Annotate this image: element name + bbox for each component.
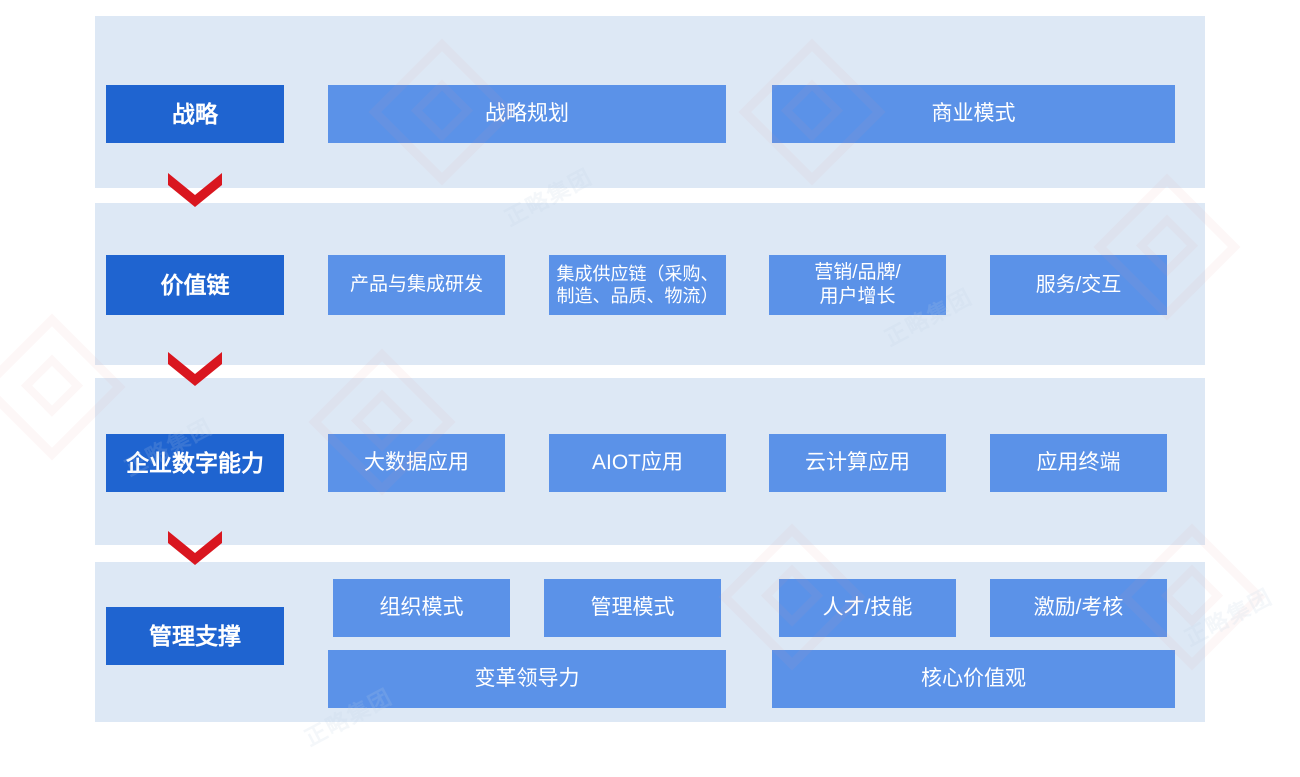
item-marketing-brand-user-growth[interactable]: 营销/品牌/ 用户增长 (769, 255, 946, 315)
row-label-value-chain[interactable]: 价值链 (106, 255, 284, 315)
item-management-model[interactable]: 管理模式 (544, 579, 721, 637)
arrow-valuechain-to-capability (168, 352, 222, 386)
item-strategy-planning[interactable]: 战略规划 (328, 85, 726, 143)
item-big-data-application[interactable]: 大数据应用 (328, 434, 505, 492)
item-incentive-assessment[interactable]: 激励/考核 (990, 579, 1167, 637)
item-application-terminal[interactable]: 应用终端 (990, 434, 1167, 492)
item-change-leadership[interactable]: 变革领导力 (328, 650, 726, 708)
item-cloud-computing-application[interactable]: 云计算应用 (769, 434, 946, 492)
item-service-interaction[interactable]: 服务/交互 (990, 255, 1167, 315)
item-business-model[interactable]: 商业模式 (772, 85, 1175, 143)
row-label-strategy[interactable]: 战略 (106, 85, 284, 143)
row-label-digital-capability[interactable]: 企业数字能力 (106, 434, 284, 492)
arrow-strategy-to-valuechain (168, 173, 222, 207)
arrow-capability-to-management (168, 531, 222, 565)
item-integrated-supply-chain[interactable]: 集成供应链（采购、 制造、品质、物流） (549, 255, 726, 315)
item-aiot-application[interactable]: AIOT应用 (549, 434, 726, 492)
item-core-values[interactable]: 核心价值观 (772, 650, 1175, 708)
item-talent-skills[interactable]: 人才/技能 (779, 579, 956, 637)
item-organization-model[interactable]: 组织模式 (333, 579, 510, 637)
item-product-and-integrated-rnd[interactable]: 产品与集成研发 (328, 255, 505, 315)
row-label-management-support[interactable]: 管理支撑 (106, 607, 284, 665)
